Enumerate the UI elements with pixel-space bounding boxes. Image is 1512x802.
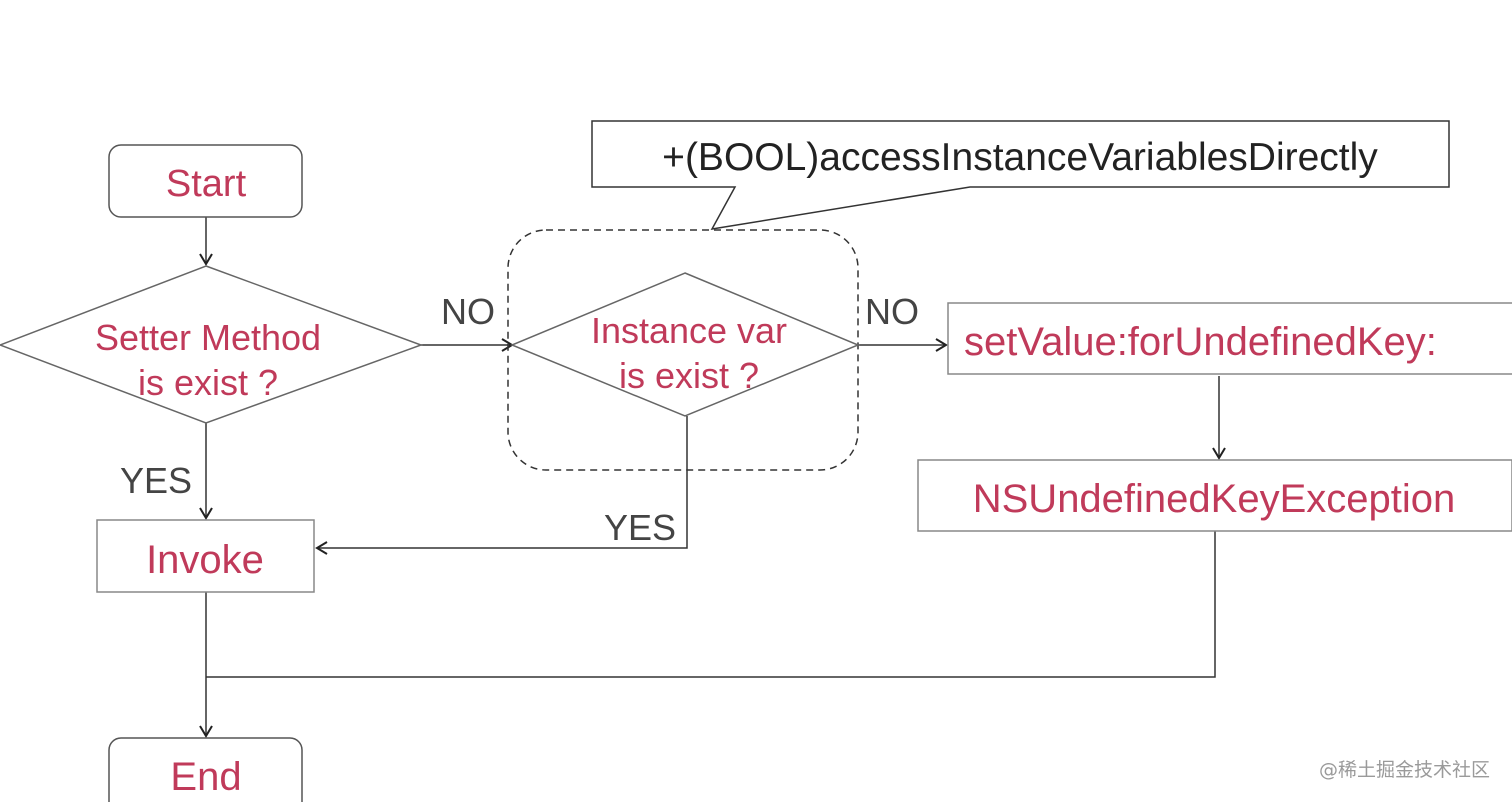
ivar-no-label: NO (865, 291, 919, 332)
undefined-key-label: setValue:forUndefinedKey: (964, 320, 1437, 364)
ivar-yes-label: YES (604, 507, 676, 548)
ivar-diamond (510, 272, 860, 417)
start-label: Start (166, 163, 247, 205)
ivar-decision: Instance var is exist ? (510, 272, 860, 417)
exception-box (917, 459, 1512, 532)
invoke-node: Invoke (96, 519, 315, 593)
invoke-label: Invoke (146, 538, 264, 582)
invoke-box (96, 519, 315, 593)
end-box (108, 737, 303, 802)
watermark-text: @稀土掘金技术社区 (1318, 759, 1490, 781)
undefined-key-box (947, 302, 1512, 375)
line-exception-merge (206, 531, 1216, 678)
callout-shape (591, 120, 1450, 230)
end-node: End (108, 737, 303, 802)
setter-diamond (0, 265, 424, 424)
setter-no-label: NO (441, 291, 495, 332)
undefined-key-node: setValue:forUndefinedKey: (947, 302, 1512, 375)
callout: +(BOOL)accessInstanceVariablesDirectly (591, 120, 1450, 230)
setter-label-line-1: Setter Method (95, 317, 321, 358)
callout-text: +(BOOL)accessInstanceVariablesDirectly (662, 136, 1378, 179)
start-node: Start (108, 144, 303, 218)
setter-decision: Setter Method is exist ? (0, 265, 424, 424)
exception-label: NSUndefinedKeyException (973, 477, 1456, 521)
connectors (199, 217, 1226, 738)
ivar-label-line-1: Instance var (591, 310, 787, 351)
arrow-ivar-yes (315, 416, 688, 555)
end-label: End (170, 755, 241, 799)
setter-label-line-2: is exist ? (138, 362, 278, 403)
setter-yes-label: YES (120, 460, 192, 501)
start-box (108, 144, 303, 218)
ivar-dashed-region (507, 229, 859, 471)
ivar-label-line-2: is exist ? (619, 355, 759, 396)
exception-node: NSUndefinedKeyException (917, 459, 1512, 532)
